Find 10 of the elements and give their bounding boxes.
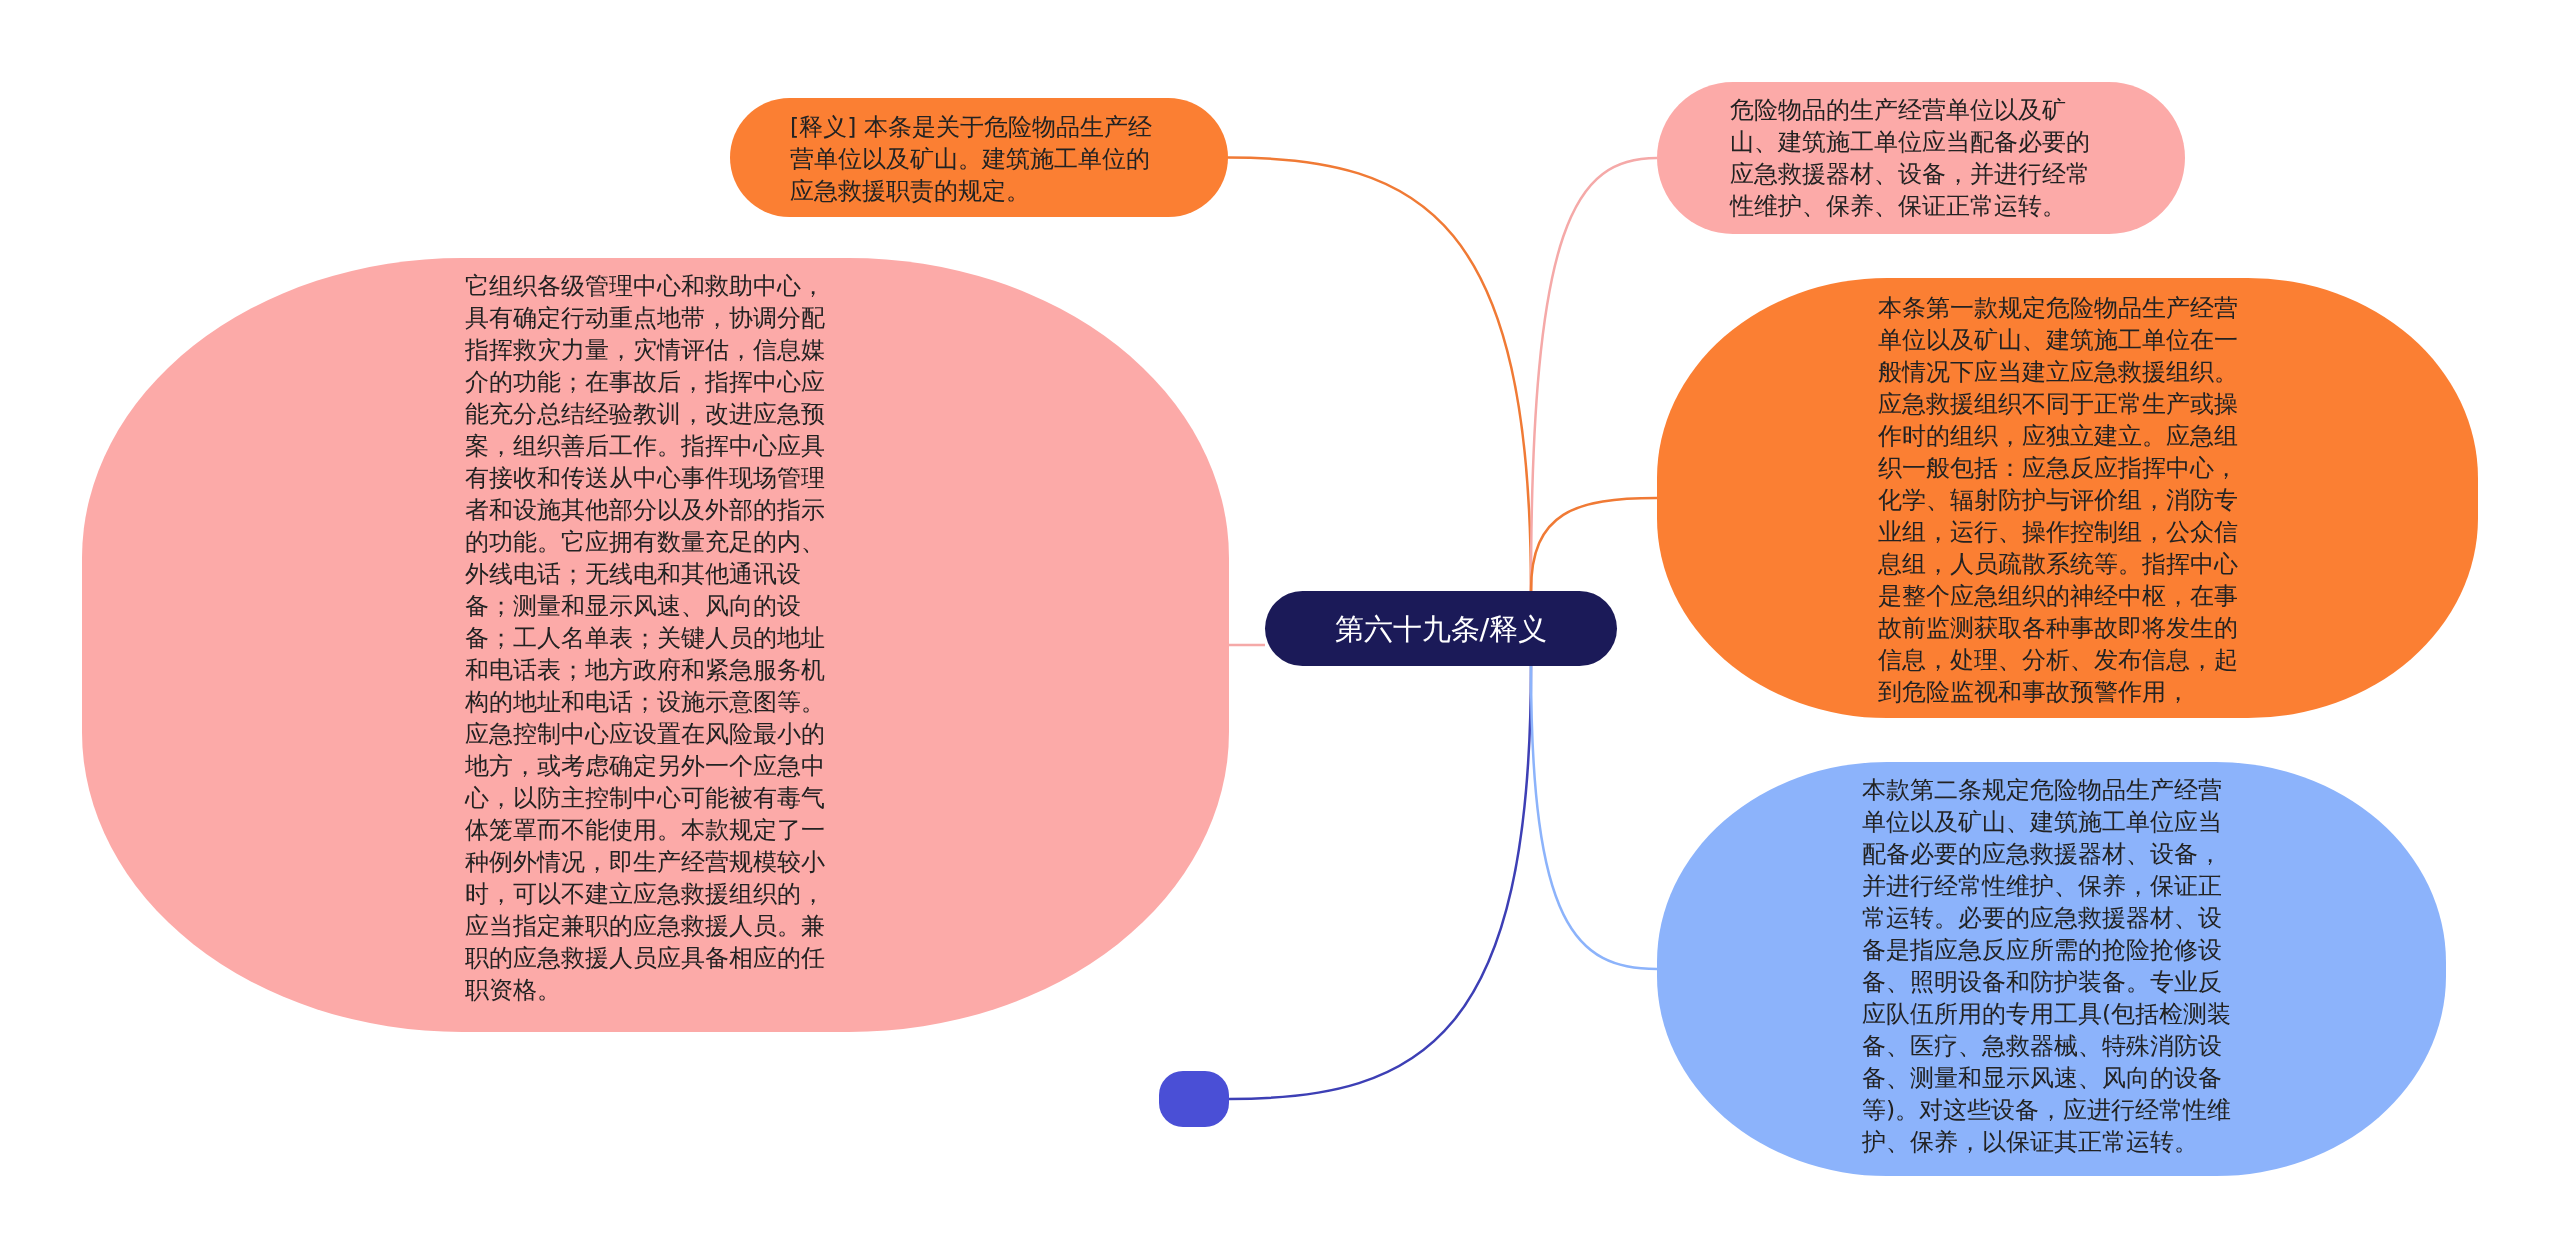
- connector-line: [1529, 496, 1658, 592]
- note-text: [释义] 本条是关于危险物品生产经营单位以及矿山。建筑施工单位的应急救援职责的规定。: [790, 112, 1153, 207]
- note-text: 本条第一款规定危险物品生产经营单位以及矿山、建筑施工单位在一般情况下应当建立应急救援组织。应急救援组织不同于正常生产或操作时的组织，应独立建立。应急组织一般包括：应急反应指挥中心，化学、辐射防护与评价组，消防专业组，运行、操作控制组，公众信息组，人员疏散系统等。指挥中心是整个应急组织的神经中枢，在事故前监测获取各种事故即将发生的信息，处理、分析、发布信息，起到危险监视和事故预警作用，: [1878, 293, 2239, 708]
- connector-line: [1529, 666, 1658, 971]
- empty-bubble: [1159, 1071, 1229, 1127]
- note-text: 它组织各级管理中心和救助中心，具有确定行动重点地带，协调分配指挥救灾力量，灾情评估，信息媒介的功能；在事故后，指挥中心应能充分总结经验教训，改进应急预案，组织善后工作。指挥中心应具有接收和传送从中心事件现场管理者和设施其他部分以及外部的指示的功能。它应拥有数量充足的内、外线电话；无线电和其他通讯设备；测量和显示风速、风向的设备；工人名单表；关键人员的地址和电话表；地方政府和紧急服务机构的地址和电话；设施示意图等。应急控制中心应设置在风险最小的地方，或考虑确定另外一个应急中心，以防主控制中心可能被有毒气体笼罩而不能使用。本款规定了一种例外情况，即生产经营规模较小时，可以不建立应急救援组织的，应当指定兼职的应急救援人员。兼职的应急救援人员应具备相应的任职资格。: [465, 271, 826, 1006]
- topic-text: 第六十九条/释义: [1333, 610, 1549, 647]
- note-text: 危险物品的生产经营单位以及矿山、建筑施工单位应当配备必要的应急救援器材、设备，并进行经常性维护、保养、保证正常运转。: [1730, 95, 2091, 222]
- note-text: 本款第二条规定危险物品生产经营单位以及矿山、建筑施工单位应当配备必要的应急救援器材、设备，并进行经常性维护、保养，保证正常运转。必要的应急救援器材、设备是指应急反应所需的抢险抢修设备、照明设备和防护装备。专业反应队伍所用的专用工具(包括检测装备、医疗、急救器械、特殊消防设备、测量和显示风速、风向的设备等)。对这些设备，应进行经常性维护、保养，以保证其正常运转。: [1862, 775, 2233, 1158]
- connector-line: [1229, 643, 1265, 647]
